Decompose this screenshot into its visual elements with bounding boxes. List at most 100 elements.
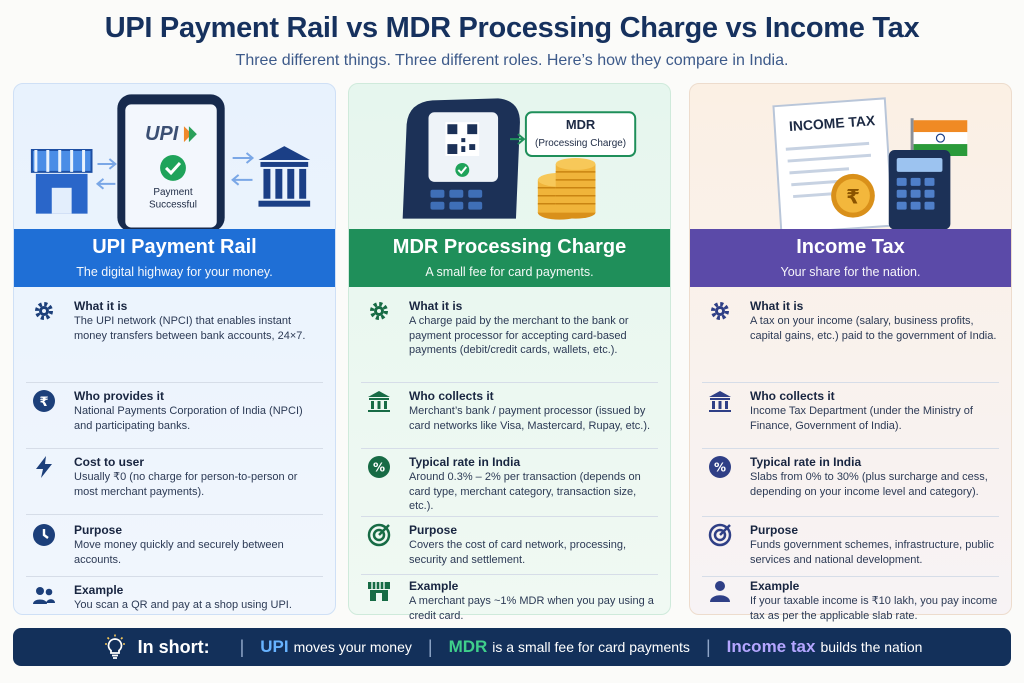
target-icon <box>708 523 732 547</box>
gear-icon <box>711 302 729 320</box>
row-text: The UPI network (NPCI) that enables inst… <box>74 315 306 342</box>
summary-upi-key: UPI <box>260 637 289 656</box>
mdr-row-example: Example A merchant pays ~1% MDR when you… <box>361 579 658 622</box>
summary-mdr-text: is a small fee for card payments <box>492 639 690 655</box>
row-label: Example <box>750 579 800 593</box>
calculator-icon <box>888 150 951 230</box>
upi-row-who: ₹ Who provides it National Payments Corp… <box>26 389 323 449</box>
upi-title: UPI Payment Rail <box>92 236 257 258</box>
upi-row-cost: Cost to user Usually ₹0 (no charge for p… <box>26 455 323 515</box>
row-text: Covers the cost of card network, process… <box>409 539 627 566</box>
phone-icon: UPI Payment Successful <box>117 94 225 232</box>
mdr-card: MDR (Processing Charge) MDR Processing C… <box>348 83 671 622</box>
tax-title: Income Tax <box>796 236 905 258</box>
tax-row-example: Example If your taxable income is ₹10 la… <box>702 579 999 622</box>
rupee-coin-icon: ₹ <box>831 173 875 218</box>
page-subtitle: Three different things. Three different … <box>235 52 789 69</box>
upi-logo: UPI <box>145 123 179 145</box>
svg-text:INCOME TAX: INCOME TAX <box>788 112 876 134</box>
row-label: Cost to user <box>74 455 145 469</box>
upi-tagline: The digital highway for your money. <box>76 265 273 279</box>
tax-row-what: What it is A tax on your income (salary,… <box>702 299 999 383</box>
card-terminal-icon <box>402 98 520 219</box>
row-text: Move money quickly and securely between … <box>74 539 284 566</box>
tax-card: INCOME TAX ₹ Income Tax Your share <box>689 83 1012 622</box>
tax-row-purpose: Purpose Funds government schemes, infras… <box>702 523 999 577</box>
svg-text:(Processing Charge): (Processing Charge) <box>535 138 626 149</box>
row-label: What it is <box>74 299 128 313</box>
row-label: Example <box>74 583 124 597</box>
upi-banner: UPI Payment Rail The digital highway for… <box>14 229 335 287</box>
store-icon <box>30 149 93 214</box>
bank-icon <box>258 146 311 207</box>
row-text: A tax on your income (salary, business p… <box>750 315 997 342</box>
mdr-row-what: What it is A charge paid by the merchant… <box>361 299 658 383</box>
summary-mdr-key: MDR <box>448 637 488 656</box>
percent-icon: % <box>709 456 731 478</box>
upi-illustration: UPI Payment Successful <box>30 94 311 232</box>
row-text: Merchant’s bank / payment processor (iss… <box>409 405 651 432</box>
svg-text:₹: ₹ <box>39 395 48 410</box>
row-label: Purpose <box>409 523 458 537</box>
target-icon <box>367 523 391 547</box>
mdr-row-purpose: Purpose Covers the cost of card network,… <box>361 523 658 575</box>
tax-banner: Income Tax Your share for the nation. <box>690 229 1011 287</box>
row-text: A merchant pays ~1% MDR when you pay usi… <box>409 595 654 622</box>
tax-row-who: Who collects it Income Tax Department (u… <box>702 389 999 449</box>
svg-text:%: % <box>373 461 385 475</box>
tax-row-rate: % Typical rate in India Slabs from 0% to… <box>702 455 999 517</box>
gear-icon <box>370 302 388 320</box>
clock-icon <box>33 524 55 546</box>
row-text: Around 0.3% – 2% per transaction (depend… <box>409 471 641 512</box>
gear-icon <box>35 302 53 320</box>
summary-tax-key: Income tax <box>726 637 816 656</box>
svg-text:%: % <box>714 461 726 475</box>
coin-stack-icon <box>537 157 596 220</box>
svg-text:Successful: Successful <box>149 200 197 211</box>
row-text: A charge paid by the merchant to the ban… <box>409 315 629 356</box>
user-icon <box>710 581 730 602</box>
upi-row-what: What it is The UPI network (NPCI) that e… <box>26 299 323 383</box>
row-label: Typical rate in India <box>409 455 521 469</box>
mdr-banner: MDR Processing Charge A small fee for ca… <box>349 229 670 287</box>
lightbulb-icon <box>104 634 125 659</box>
header: UPI Payment Rail vs MDR Processing Charg… <box>0 8 1024 72</box>
summary-lead: In short: <box>137 636 210 657</box>
summary-bar: In short: | UPI moves your money | MDR i… <box>13 628 1011 666</box>
upi-card: UPI Payment Successful UPI Payment Rail … <box>13 83 336 615</box>
row-text: Usually ₹0 (no charge for person-to-pers… <box>74 471 298 498</box>
tax-tagline: Your share for the nation. <box>780 265 921 279</box>
bank-icon <box>709 391 731 412</box>
svg-text:MDR: MDR <box>566 117 596 132</box>
summary-tax-text: builds the nation <box>820 639 923 655</box>
row-text: If your taxable income is ₹10 lakh, you … <box>750 595 998 622</box>
page-title: UPI Payment Rail vs MDR Processing Charg… <box>104 12 920 44</box>
svg-text:₹: ₹ <box>846 186 860 209</box>
row-label: What it is <box>750 299 804 313</box>
divider: | <box>239 636 245 657</box>
mdr-row-rate: % Typical rate in India Around 0.3% – 2%… <box>361 455 658 517</box>
mdr-illustration: MDR (Processing Charge) <box>402 98 637 220</box>
upi-row-example: Example You scan a QR and pay at a shop … <box>26 583 323 623</box>
divider: | <box>705 636 711 657</box>
row-text: Slabs from 0% to 30% (plus surcharge and… <box>750 471 988 498</box>
shop-icon <box>368 582 390 601</box>
row-label: Who collects it <box>409 389 494 403</box>
mdr-title: MDR Processing Charge <box>392 236 627 258</box>
row-label: What it is <box>409 299 463 313</box>
row-label: Example <box>409 579 459 593</box>
mdr-tag: MDR (Processing Charge) <box>524 111 637 157</box>
tax-illustration: INCOME TAX ₹ <box>772 97 968 235</box>
row-label: Who collects it <box>750 389 835 403</box>
row-text: Income Tax Department (under the Ministr… <box>750 405 973 432</box>
row-text: National Payments Corporation of India (… <box>74 405 303 432</box>
divider: | <box>427 636 433 657</box>
row-text: You scan a QR and pay at a shop using UP… <box>74 599 292 611</box>
bank-icon <box>368 391 390 412</box>
users-icon <box>33 587 55 604</box>
mdr-tagline: A small fee for card payments. <box>425 265 594 279</box>
row-label: Typical rate in India <box>750 455 862 469</box>
row-label: Purpose <box>74 523 123 537</box>
tax-document-icon: INCOME TAX <box>772 97 894 235</box>
row-label: Purpose <box>750 523 799 537</box>
